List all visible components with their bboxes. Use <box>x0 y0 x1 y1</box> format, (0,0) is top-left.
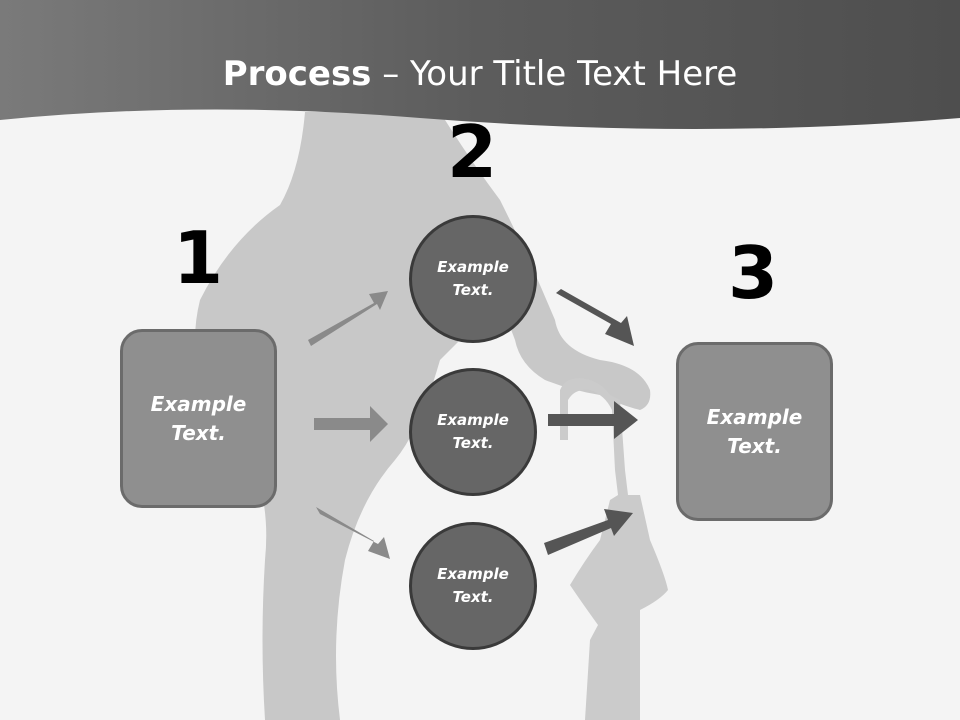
right-text-box: Example Text. <box>676 342 833 521</box>
circle-bottom: Example Text. <box>409 522 537 650</box>
circle-top: Example Text. <box>409 215 537 343</box>
arrow-left-up <box>308 291 388 346</box>
arrow-left-middle <box>314 406 388 442</box>
right-box-text: Example Text. <box>706 404 803 458</box>
umbrella-silhouette <box>560 378 668 720</box>
step-number-3: 3 <box>727 231 779 315</box>
arrow-right-up <box>544 509 633 555</box>
circle-top-text: Example Text. <box>437 258 509 299</box>
step-number-1: 1 <box>172 216 224 300</box>
circle-bottom-text: Example Text. <box>437 565 509 606</box>
circle-middle: Example Text. <box>409 368 537 496</box>
left-text-box: Example Text. <box>120 329 277 508</box>
figure-silhouette <box>195 112 651 720</box>
title-bold: Process <box>222 54 372 94</box>
title-rest: – Your Title Text Here <box>371 54 738 94</box>
arrow-right-middle <box>548 401 638 439</box>
left-box-text: Example Text. <box>150 391 247 445</box>
arrow-left-down <box>316 507 390 559</box>
circle-middle-text: Example Text. <box>437 411 509 452</box>
step-number-2: 2 <box>446 110 498 194</box>
header-band <box>0 0 960 129</box>
arrow-right-down <box>556 289 634 346</box>
slide-title: Process – Your Title Text Here <box>0 52 960 96</box>
